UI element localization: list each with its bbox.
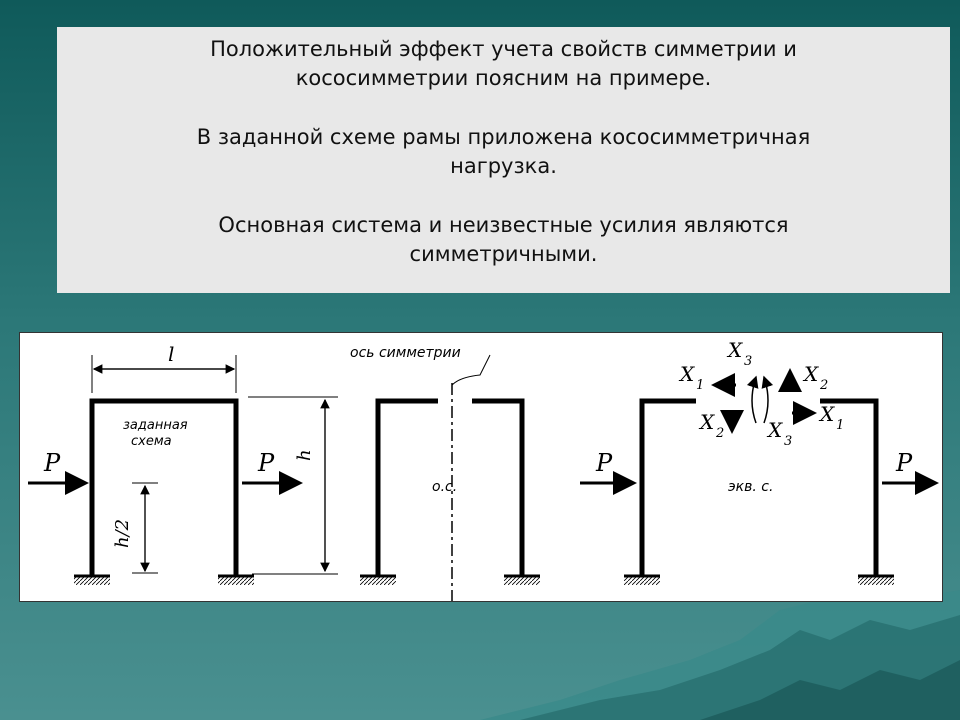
load-p-label: P	[595, 449, 613, 477]
unknown-force-x1-left: X 1	[678, 362, 736, 397]
load-p-label: P	[895, 449, 913, 477]
unknown-force-x1-right: X 1	[792, 401, 844, 433]
load-p-label: P	[257, 449, 275, 477]
basic-system-frame	[360, 398, 540, 585]
frame-diagram-panel: l заданная схема P P h/2 h ось симметрии	[19, 332, 943, 602]
unknown-force-x2-right: X 2	[778, 362, 828, 393]
para2-line1: В заданной схеме рамы приложена кососимм…	[196, 125, 811, 149]
x1-subscript: 1	[836, 418, 844, 433]
load-p-right: P	[242, 449, 303, 495]
height-dimension: h	[248, 396, 338, 575]
load-p-equiv-right: P	[882, 449, 939, 495]
x1-label: X	[818, 402, 835, 426]
equiv-system-label: экв. с.	[728, 479, 773, 495]
x2-subscript: 2	[715, 426, 724, 441]
paragraph-3: Основная система и неизвестные усилия яв…	[57, 211, 950, 269]
x1-label: X	[678, 362, 695, 386]
x3-label: X	[726, 338, 743, 362]
x2-label: X	[802, 362, 819, 386]
load-p-left: P	[28, 449, 89, 495]
x3-label: X	[766, 418, 783, 442]
basic-system-label: о.с.	[432, 479, 457, 495]
unknown-force-x2-left: X 2	[698, 410, 744, 441]
axis-label: ось симметрии	[350, 345, 461, 361]
para1-line2: кососимметрии поясним на примере.	[295, 66, 712, 90]
paragraph-1: Положительный эффект учета свойств симме…	[57, 35, 950, 93]
para1-line1: Положительный эффект учета свойств симме…	[210, 37, 797, 61]
frame-diagram: l заданная схема P P h/2 h ось симметрии	[28, 338, 939, 601]
para3-line2: симметричными.	[409, 242, 598, 266]
load-p-label: P	[43, 449, 61, 477]
given-scheme-line2: схема	[131, 434, 172, 449]
load-p-equiv-left: P	[580, 449, 637, 495]
x2-label: X	[698, 410, 715, 434]
half-height-label: h/2	[112, 519, 133, 548]
given-frame	[74, 398, 254, 585]
paragraph-2: В заданной схеме рамы приложена кососимм…	[57, 123, 950, 181]
given-scheme-line1: заданная	[123, 418, 188, 433]
equivalent-system-frame	[624, 398, 894, 585]
x3-subscript: 3	[744, 354, 752, 369]
x3-subscript: 3	[784, 434, 792, 449]
x2-subscript: 2	[819, 378, 828, 393]
para3-line1: Основная система и неизвестные усилия яв…	[218, 213, 789, 237]
span-dimension: l	[91, 342, 237, 393]
text-panel: Положительный эффект учета свойств симме…	[57, 27, 950, 293]
height-label: h	[294, 449, 315, 461]
x1-subscript: 1	[696, 378, 704, 393]
axis-leader-line	[451, 354, 491, 386]
para2-line2: нагрузка.	[450, 154, 557, 178]
half-height-dimension: h/2	[112, 482, 158, 574]
span-label: l	[168, 342, 174, 366]
unknown-moment-x3: X 3 X 3	[726, 338, 792, 449]
